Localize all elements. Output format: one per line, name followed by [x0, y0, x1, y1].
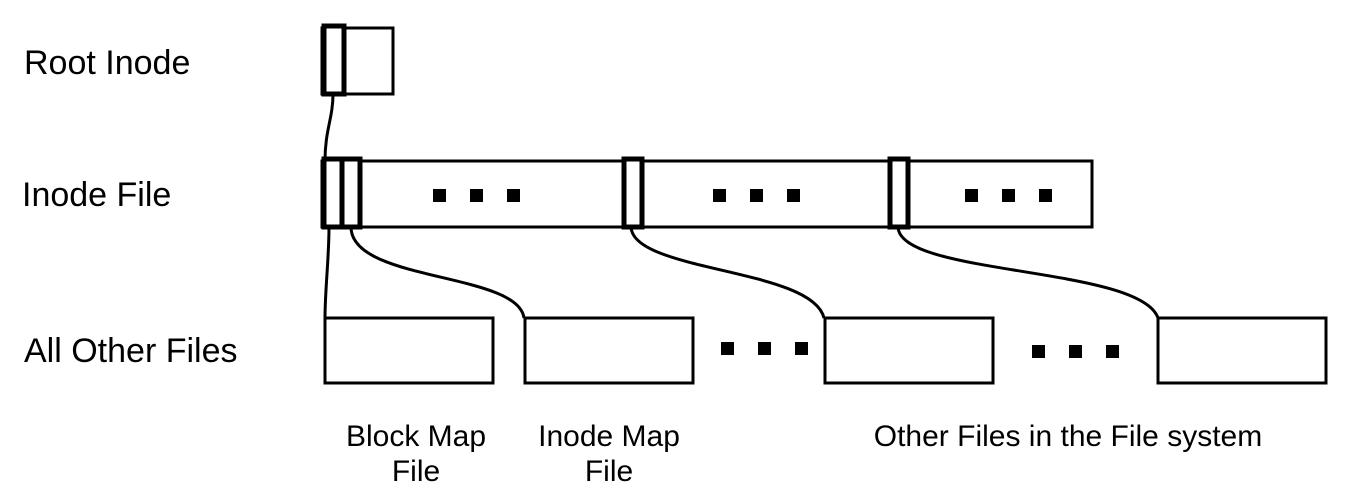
connector-to-other-file [629, 226, 826, 319]
inode-map-caption-line2: File [585, 455, 633, 488]
block-map-file-box [323, 316, 495, 385]
ellipsis-marks [965, 189, 1052, 202]
root-inode-block [320, 23, 395, 97]
root-inode-label: Root Inode [24, 44, 190, 82]
inode-entry-block-map [321, 156, 345, 230]
other-files-caption: Other Files in the File system [874, 420, 1262, 453]
inode-file-strip [320, 156, 1094, 230]
ellipsis-marks [433, 189, 520, 202]
inode-entry-inode-map [339, 156, 363, 230]
connectors [323, 93, 1160, 319]
ellipsis-marks [713, 189, 800, 202]
other-file-box [1156, 316, 1328, 385]
block-map-caption-line2: File [392, 455, 440, 488]
inode-file-box [320, 159, 1094, 229]
root-inode-pointer-slot [321, 23, 347, 97]
inode-entry-file [887, 156, 911, 230]
connector-to-block-map-file [323, 226, 331, 319]
ellipsis-marks [1032, 345, 1119, 358]
block-map-caption-line1: Block Map [346, 420, 486, 453]
inode-map-caption-line1: Inode Map [538, 420, 680, 453]
inode-entry-file [621, 156, 645, 230]
ellipsis-marks [721, 342, 808, 355]
connector-to-other-file [896, 226, 1160, 319]
other-file-box [823, 316, 995, 385]
connector-to-inode-map-file [349, 226, 526, 319]
connector-root-to-inode-file [323, 93, 335, 162]
file-boxes [323, 316, 1328, 385]
inode-file-label: Inode File [22, 176, 171, 214]
all-other-files-label: All Other Files [24, 332, 238, 370]
inode-map-file-box [523, 316, 695, 385]
